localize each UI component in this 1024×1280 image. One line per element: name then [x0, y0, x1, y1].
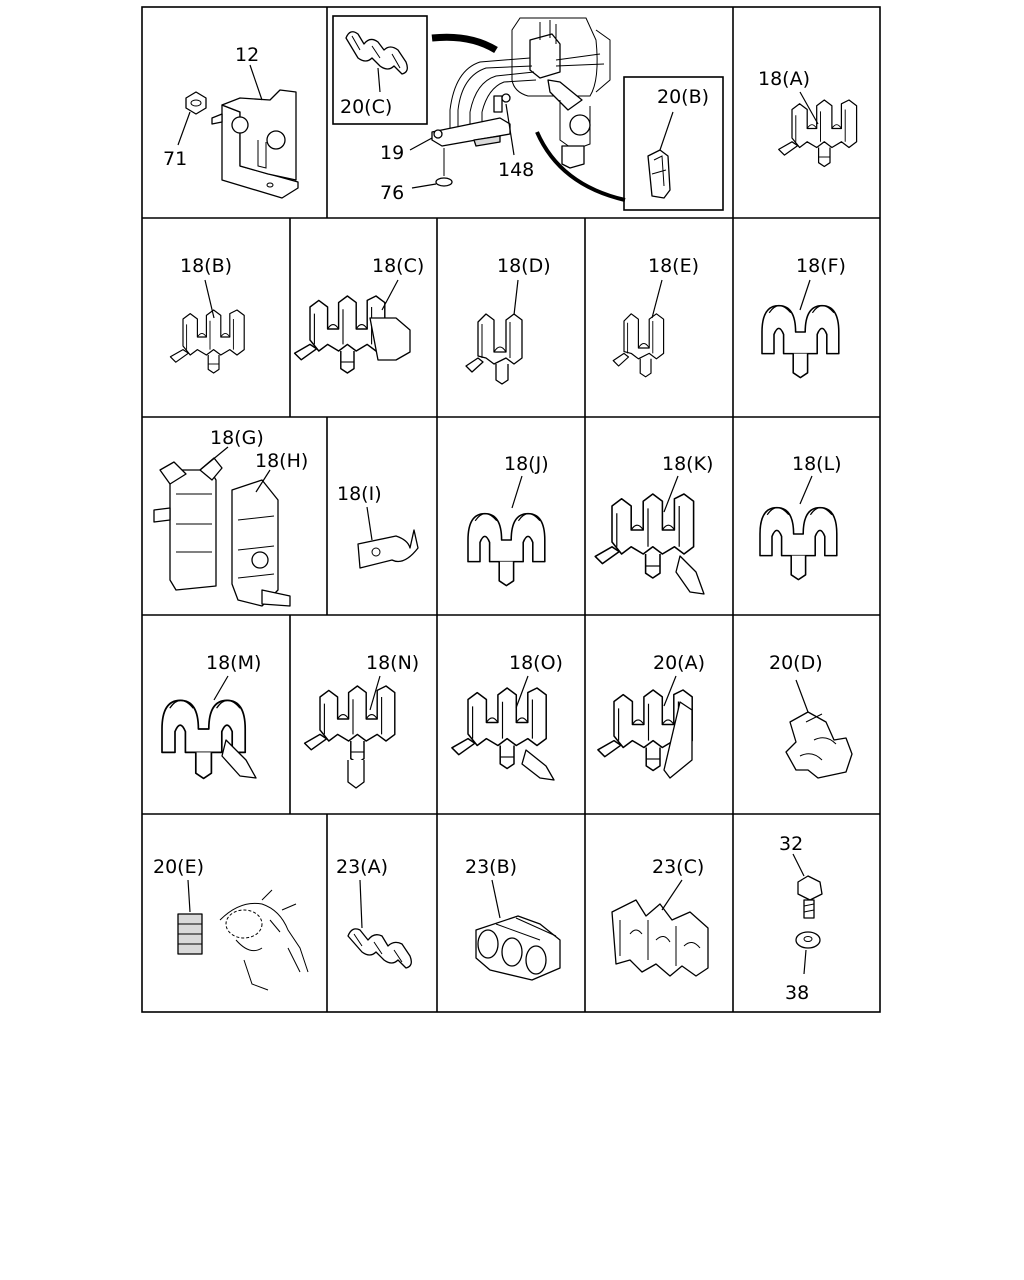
label-148: 148 [498, 159, 534, 181]
label-20d: 20(D) [769, 652, 823, 674]
cell-18b: 18(B) [169, 255, 245, 374]
label-18o: 18(O) [509, 652, 563, 674]
cell-bolt: 32 38 [779, 833, 823, 1004]
cell-18c: 18(C) [293, 255, 424, 374]
label-18i: 18(I) [337, 483, 382, 505]
grid-frame [141, 6, 881, 1013]
label-18l: 18(L) [792, 453, 842, 475]
label-20c: 20(C) [340, 96, 392, 118]
label-18n: 18(N) [366, 652, 419, 674]
cell-18j: 18(J) [467, 453, 549, 587]
label-20b: 20(B) [657, 86, 709, 108]
label-18m: 18(M) [206, 652, 261, 674]
label-20a: 20(A) [653, 652, 705, 674]
label-18c: 18(C) [372, 255, 424, 277]
label-32: 32 [779, 833, 803, 855]
label-18b: 18(B) [180, 255, 232, 277]
label-23a: 23(A) [336, 856, 388, 878]
label-18d: 18(D) [497, 255, 551, 277]
cell-18k: 18(K) [594, 453, 713, 595]
label-18e: 18(E) [648, 255, 699, 277]
cell-23a: 23(A) [336, 856, 412, 969]
label-18k: 18(K) [662, 453, 713, 475]
cell-23c: 23(C) [611, 856, 709, 977]
cell-18a: 18(A) [758, 68, 858, 168]
cell-20e: 20(E) [153, 856, 309, 991]
label-20e: 20(E) [153, 856, 204, 878]
label-23c: 23(C) [652, 856, 704, 878]
cell-20a: 20(A) [597, 652, 705, 779]
cell-18m: 18(M) [161, 652, 261, 780]
cell-18d: 18(D) [465, 255, 551, 385]
cell-assembly: 20(C) 19 76 148 [332, 15, 724, 211]
cell-18n: 18(N) [303, 652, 419, 789]
label-18f: 18(F) [796, 255, 846, 277]
label-76: 76 [380, 182, 404, 204]
label-23b: 23(B) [465, 856, 517, 878]
label-19: 19 [380, 142, 404, 164]
cell-20d: 20(D) [769, 652, 853, 779]
label-18j: 18(J) [504, 453, 549, 475]
label-18a: 18(A) [758, 68, 810, 90]
cell-18f: 18(F) [761, 255, 846, 379]
label-12: 12 [235, 44, 259, 66]
label-18h: 18(H) [255, 450, 308, 472]
label-18g: 18(G) [210, 427, 264, 449]
cell-18gh: 18(G) 18(H) [153, 427, 308, 607]
cell-18l: 18(L) [759, 453, 842, 581]
cell-18e: 18(E) [612, 255, 699, 378]
cell-18i: 18(I) [337, 483, 419, 569]
cell-bracket: 12 71 [163, 44, 299, 199]
cell-23b: 23(B) [465, 856, 561, 981]
label-71: 71 [163, 148, 187, 170]
cell-18o: 18(O) [451, 652, 563, 781]
label-38: 38 [785, 982, 809, 1004]
